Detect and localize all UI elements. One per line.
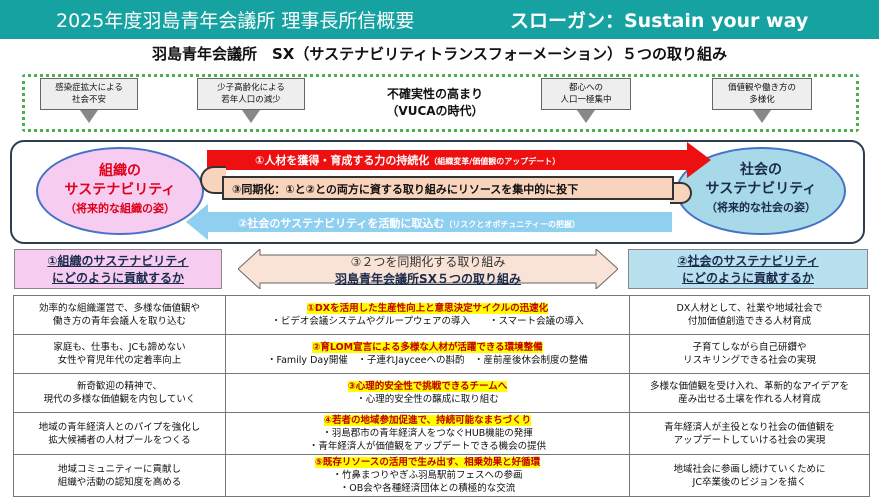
organization-cell: 家庭も、仕事も、JCも諦めない 女性や育児年代の定着率向上	[13, 334, 226, 374]
initiative-title: ⑤既存リソースの活用で生み出す、相乗効果と好循環	[314, 457, 541, 468]
double-arrow-icon	[238, 249, 618, 289]
table-row: 地域の青年経済人とのパイプを強化し 拡大候補者の人材プールをつくる ④若者の地域…	[13, 412, 870, 455]
organization-cell: 地域の青年経済人とのパイプを強化し 拡大候補者の人材プールをつくる	[13, 412, 226, 455]
factor-box: 価値観や働き方の 多様化	[712, 78, 812, 123]
title-bar: 2025年度羽島青年会議所 理事長所信概要 スローガン：Sustain your…	[0, 0, 879, 39]
table-row: 効率的な組織運営で、多様な価値観や 働き方の青年会議人を取り込む ①DXを活用し…	[13, 295, 870, 335]
loop-curve-icon	[670, 182, 692, 204]
initiative-detail: ・Family Day開催 ・子連れJayceeへの斟酌 ・産前産後休会制度の整…	[266, 355, 588, 366]
initiative-title: ③心理的安全性で挑戦できるチームへ	[347, 381, 508, 392]
vuca-line2: （VUCAの時代）	[386, 104, 484, 118]
factor-text: 少子高齢化による 若年人口の減少	[217, 83, 285, 105]
factor-text: 感染症拡大による 社会不安	[55, 83, 123, 105]
page-title: 2025年度羽島青年会議所 理事長所信概要	[56, 10, 415, 32]
context-frame	[22, 74, 859, 132]
society-arrow-note: （リスクとオポチュニティーの把握）	[444, 220, 580, 229]
ellipse-line2: サステナビリティ	[64, 182, 176, 198]
down-arrow-icon	[753, 110, 771, 123]
initiative-cell: ②育LOM宣言による多様な人材が活躍できる環境整備 ・Family Day開催 …	[225, 334, 630, 374]
organization-cell: 新奇歓迎の精神で、 現代の多様な価値観を内包していく	[13, 373, 226, 413]
factor-box: 都心への 人口一極集中	[541, 78, 631, 123]
loop-curve-icon	[200, 166, 226, 194]
ellipse-line1: 組織の	[99, 163, 141, 179]
ellipse-line3: （将来的な社会の姿）	[706, 201, 816, 214]
header-line2: 羽島青年会議所SX５つの取り組み	[335, 272, 521, 286]
society-arrow-label: ②社会のサステナビリティを活動に取込む（リスクとオポチュニティーの把握）	[238, 215, 580, 231]
sync-loop-label: ③同期化：①と②との両方に資する取り組みにリソースを集中的に投下	[232, 183, 579, 196]
table-row: 家庭も、仕事も、JCも諦めない 女性や育児年代の定着率向上 ②育LOM宣言による…	[13, 334, 870, 374]
society-cell: DX人材として、社業や地域社会で 付加価値創造できる人材育成	[629, 295, 870, 335]
ellipse-line3: （将来的な組織の姿）	[65, 202, 175, 215]
sx-diagram-frame	[10, 140, 865, 244]
society-arrow-main: ②社会のサステナビリティを活動に取込む	[238, 217, 445, 230]
talent-arrow: ①人材を獲得・育成する力の持続化（組織変革/価値観のアップデート）	[207, 142, 711, 178]
sync-loop-band: ③同期化：①と②との両方に資する取り組みにリソースを集中的に投下	[222, 176, 674, 200]
initiative-title: ④若者の地域参加促進で、持続可能なまちづくり	[323, 415, 532, 426]
factor-box: 少子高齢化による 若年人口の減少	[197, 78, 305, 123]
initiative-detail: ・心理的安全性の醸成に取り組む	[356, 394, 499, 405]
table-row: 新奇歓迎の精神で、 現代の多様な価値観を内包していく ③心理的安全性で挑戦できる…	[13, 373, 870, 413]
talent-arrow-note: （組織変革/価値観のアップデート）	[429, 157, 561, 166]
organization-cell: 地域コミュニティーに貢献し 組織や活動の認知度を高める	[13, 454, 226, 497]
society-cell: 青年経済人が主役となり社会の価値観を アップデートしていける社会の実現	[629, 412, 870, 455]
initiative-title: ①DXを活用した生産性向上と意思決定サイクルの迅速化	[306, 303, 549, 314]
initiative-cell: ①DXを活用した生産性向上と意思決定サイクルの迅速化 ・ビデオ会議システムやグル…	[225, 295, 630, 335]
society-cell: 多様な価値観を受け入れ、革新的なアイデアを 産み出せる土壌を作れる人材育成	[629, 373, 870, 413]
talent-arrow-label: ①人材を獲得・育成する力の持続化（組織変革/価値観のアップデート）	[255, 152, 560, 168]
society-cell: 地域社会に参画し続けていくために JC卒業後のビジョンを描く	[629, 454, 870, 497]
society-cell: 子育てしながら自己研鑽や リスキリングできる社会の実現	[629, 334, 870, 374]
ellipse-line1: 社会の	[740, 162, 782, 178]
factor-text: 価値観や働き方の 多様化	[727, 83, 796, 105]
organization-sustainability-ellipse: 組織の サステナビリティ （将来的な組織の姿）	[36, 147, 204, 235]
ellipse-line2: サステナビリティ	[705, 181, 817, 197]
header-line1: ②社会のサステナビリティ	[677, 254, 819, 268]
down-arrow-icon	[242, 110, 260, 123]
initiative-detail: ・ビデオ会議システムやグループウェアの導入 ・スマート会議の導入	[271, 316, 584, 327]
initiative-detail: ・羽島郡市の青年経済人をつなぐHUB機能の発揮 ・青年経済人が価値観をアップデー…	[308, 428, 547, 452]
slogan: スローガン：Sustain your way	[510, 10, 809, 32]
factor-box: 感染症拡大による 社会不安	[40, 78, 138, 123]
initiative-cell: ③心理的安全性で挑戦できるチームへ ・心理的安全性の醸成に取り組む	[225, 373, 630, 413]
society-sustainability-ellipse: 社会の サステナビリティ （将来的な社会の姿）	[676, 147, 846, 235]
factor-text: 都心への 人口一極集中	[560, 83, 612, 105]
header-line2: にどのように貢献するか	[681, 271, 814, 285]
initiative-title: ②育LOM宣言による多様な人材が活躍できる環境整備	[312, 342, 543, 353]
column-header-organization: ①組織のサステナビリティ にどのように貢献するか	[14, 249, 222, 289]
subtitle: 羽島青年会議所 SX（サステナビリティトランスフォーメーション）５つの取り組み	[152, 45, 727, 63]
initiative-detail: ・竹鼻まつりやぎふ羽島駅前フェスへの参画 ・OB会や各種経済団体との積極的な交流	[332, 470, 523, 494]
talent-arrow-main: ①人材を獲得・育成する力の持続化	[255, 154, 430, 167]
vuca-line1: 不確実性の高まり	[386, 87, 483, 101]
column-header-society: ②社会のサステナビリティ にどのように貢献するか	[628, 249, 868, 289]
table-row: 地域コミュニティーに貢献し 組織や活動の認知度を高める ⑤既存リソースの活用で生…	[13, 454, 870, 497]
society-arrow: ②社会のサステナビリティを活動に取込む（リスクとオポチュニティーの把握）	[186, 204, 672, 240]
down-arrow-icon	[80, 110, 98, 123]
header-line1: ③２つを同期化する取り組み	[350, 255, 506, 269]
column-header-sync: ③２つを同期化する取り組み 羽島青年会議所SX５つの取り組み	[238, 249, 618, 289]
down-arrow-icon	[577, 110, 595, 123]
header-line1: ①組織のサステナビリティ	[47, 254, 189, 268]
header-line2: にどのように貢献するか	[51, 271, 184, 285]
initiative-cell: ⑤既存リソースの活用で生み出す、相乗効果と好循環 ・竹鼻まつりやぎふ羽島駅前フェ…	[225, 454, 630, 497]
initiative-cell: ④若者の地域参加促進で、持続可能なまちづくり ・羽島郡市の青年経済人をつなぐHU…	[225, 412, 630, 455]
initiatives-table: 効率的な組織運営で、多様な価値観や 働き方の青年会議人を取り込む ①DXを活用し…	[13, 295, 870, 497]
vuca-label: 不確実性の高まり （VUCAの時代）	[330, 86, 540, 120]
organization-cell: 効率的な組織運営で、多様な価値観や 働き方の青年会議人を取り込む	[13, 295, 226, 335]
